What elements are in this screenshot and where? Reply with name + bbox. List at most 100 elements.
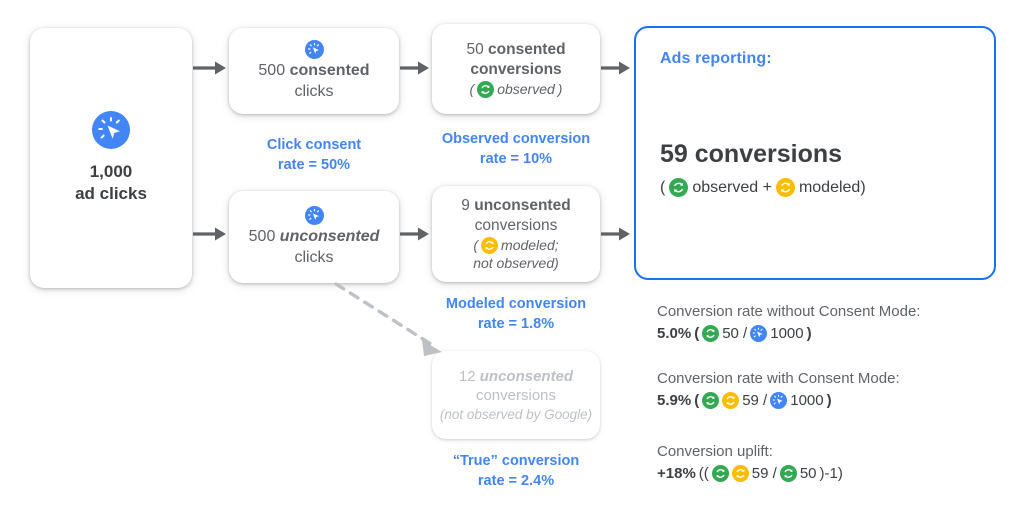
arrow-total-to-unconsented <box>193 227 226 241</box>
stat-numerator: 50 / <box>722 325 748 342</box>
rate-observed-line1: Observed conversion <box>441 131 591 147</box>
stat-value: 5.9% ( 59 / <box>657 392 1007 409</box>
true-conv-number: 12 <box>458 367 476 385</box>
ad-click-icon <box>304 205 324 225</box>
ad-click-icon <box>770 392 788 409</box>
arrow-consented-conversions-to-panel <box>601 61 630 75</box>
true-conv-note: (not observed by Google) <box>439 406 593 422</box>
conversion-observed-icon <box>477 80 495 98</box>
ad-click-icon <box>750 325 768 342</box>
stat-value: +18% (( 59 / <box>657 465 1007 482</box>
rate-modeled-line1: Modeled conversion <box>445 296 587 312</box>
unconsented-clicks-label: clicks <box>294 248 334 266</box>
modeled-label: modeled) <box>798 178 866 196</box>
conversion-observed-icon <box>669 178 689 197</box>
total-clicks-label: ad clicks <box>75 184 147 203</box>
unconsented-conv-headline: 9 unconsented <box>461 196 570 216</box>
ad-click-icon <box>304 39 324 59</box>
unconsented-clicks-number: 500 <box>248 227 276 245</box>
stat-conversion-uplift: Conversion uplift: +18% (( <box>657 443 1007 482</box>
consented-conv-emphasis: consented <box>488 40 566 58</box>
note-text: modeled; <box>501 236 559 253</box>
unconsented-conv-emphasis: unconsented <box>474 196 571 214</box>
conversion-observed-icon <box>702 392 720 409</box>
card-true-conversions: 12 unconsented conversions (not observed… <box>432 351 600 439</box>
stat-denominator: 1000 <box>770 325 804 342</box>
conversion-modeled-icon <box>722 392 740 409</box>
stat-label: Conversion rate without Consent Mode: <box>657 303 921 320</box>
paren-open: ( <box>469 81 475 98</box>
arrow-dashed-to-true-conversions <box>334 282 442 356</box>
true-conv-headline: 12 unconsented <box>459 367 573 387</box>
total-clicks-number: 1,000 <box>89 161 133 181</box>
ads-reporting-breakdown: ( observed + m <box>660 178 866 197</box>
rate-click-consent-line1: Click consent <box>266 137 362 153</box>
ad-click-icon <box>92 110 130 149</box>
paren-close: ) <box>557 81 563 98</box>
ads-reporting-panel: Ads reporting: 59 conversions ( observed… <box>634 26 996 280</box>
stat-conversion-rate-without-consent-mode: Conversion rate without Consent Mode: 5.… <box>657 303 1007 342</box>
consented-clicks-emphasis: consented <box>289 61 370 79</box>
consented-conv-headline: 50 consented <box>466 40 565 60</box>
stat-label: Conversion uplift: <box>657 443 773 460</box>
stat-label: Conversion rate with Consent Mode: <box>657 370 900 387</box>
ads-reporting-title: Ads reporting: <box>660 50 772 67</box>
card-unconsented-clicks: 500 unconsented clicks <box>229 191 399 283</box>
rate-true-conversion: “True” conversion rate = 2.4% <box>422 452 610 491</box>
paren-open: ( <box>694 392 700 409</box>
rate-observed-line2: rate = 10% <box>479 150 553 167</box>
conversion-observed-icon <box>702 325 720 342</box>
true-conv-emphasis: unconsented <box>479 367 574 385</box>
stat-percent: 5.0% <box>657 325 692 342</box>
stat-denominator: 1000 <box>790 392 824 409</box>
card-consented-conversions: 50 consented conversions ( observed) <box>432 24 600 114</box>
ads-reporting-headline: 59 conversions <box>660 140 843 168</box>
consented-clicks-number: 500 <box>258 61 286 79</box>
paren-close: ) <box>826 392 832 409</box>
paren-open: ( <box>660 178 666 196</box>
observed-label: observed + <box>692 178 772 196</box>
conversion-observed-icon <box>779 465 797 482</box>
conversion-modeled-icon <box>731 465 749 482</box>
paren-close: ) <box>806 325 812 342</box>
stat-value: 5.0% ( 50 / <box>657 325 1007 342</box>
card-consented-clicks: 500 consented clicks <box>229 28 399 114</box>
paren-open: (( <box>698 465 709 482</box>
stat-conversion-rate-with-consent-mode: Conversion rate with Consent Mode: 5.9% … <box>657 370 1007 409</box>
consented-clicks-label: clicks <box>294 82 334 100</box>
card-total-ad-clicks: 1,000 ad clicks <box>30 28 192 288</box>
true-conv-label: conversions <box>475 387 557 405</box>
rate-modeled-line2: rate = 1.8% <box>477 315 555 332</box>
paren-close: )-1) <box>819 465 843 482</box>
unconsented-conv-note2: not observed) <box>473 255 559 272</box>
arrow-consented-clicks-to-conversions <box>400 61 429 75</box>
card-unconsented-conversions: 9 unconsented conversions ( modeled; not… <box>432 186 600 282</box>
unconsented-clicks-headline: 500 unconsented <box>249 227 380 248</box>
conversion-observed-icon <box>711 465 729 482</box>
consented-conv-note: ( observed) <box>469 80 563 98</box>
conversion-modeled-icon <box>481 236 499 254</box>
stat-numerator: 59 / <box>742 392 768 409</box>
paren-open: ( <box>473 236 479 253</box>
note-text: observed <box>497 81 555 98</box>
rate-modeled-conversion: Modeled conversion rate = 1.8% <box>422 295 610 334</box>
unconsented-conv-number: 9 <box>461 196 470 214</box>
rate-true-line1: “True” conversion <box>452 453 580 469</box>
conversion-modeled-icon <box>775 178 795 197</box>
stat-percent: 5.9% <box>657 392 692 409</box>
consented-conv-number: 50 <box>466 40 484 58</box>
rate-observed-conversion: Observed conversion rate = 10% <box>422 130 610 169</box>
unconsented-conv-label: conversions <box>474 216 558 234</box>
arrow-total-to-consented <box>193 61 226 75</box>
consented-conv-label: conversions <box>470 60 562 78</box>
unconsented-conv-note: ( modeled; <box>473 236 559 254</box>
paren-open: ( <box>694 325 700 342</box>
unconsented-clicks-emphasis: unconsented <box>279 227 380 245</box>
stat-numerator: 59 / <box>751 465 777 482</box>
rate-true-line2: rate = 2.4% <box>477 472 555 489</box>
rate-click-consent: Click consent rate = 50% <box>229 136 399 175</box>
stat-percent: +18% <box>657 465 696 482</box>
arrow-unconsented-clicks-to-conversions <box>400 227 429 241</box>
stat-denominator: 50 <box>799 465 817 482</box>
